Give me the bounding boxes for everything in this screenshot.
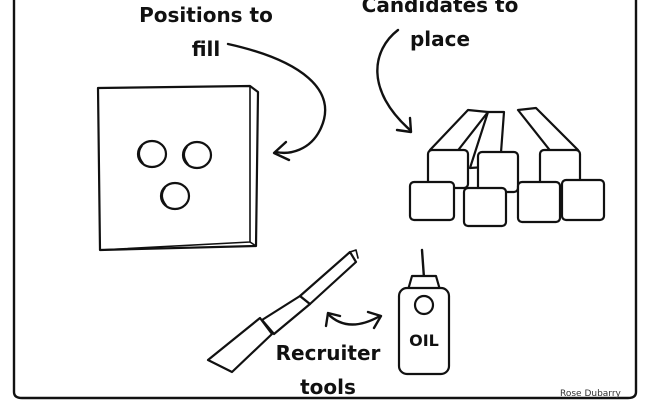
oil-label: OIL [409,331,439,350]
signature: Rose Dubarry [560,389,622,399]
label-recruiter-line1: Recruiter [276,341,381,365]
oil-can-icon: OIL [397,248,451,376]
arrow-icon [226,42,327,162]
arrow-icon [376,28,413,134]
arrow-icon [324,310,383,330]
label-positions-line1: Positions to [139,3,273,27]
label-positions-line2: fill [192,37,221,61]
label-candidates-line1: Candidates to [362,0,519,17]
label-candidates-line2: place [410,27,470,51]
chisel-icon [206,249,359,374]
square-pegs-pile [408,106,606,228]
label-recruiter-line2: tools [300,375,356,399]
frame-border [12,0,638,400]
square-board-with-round-holes [96,84,260,252]
